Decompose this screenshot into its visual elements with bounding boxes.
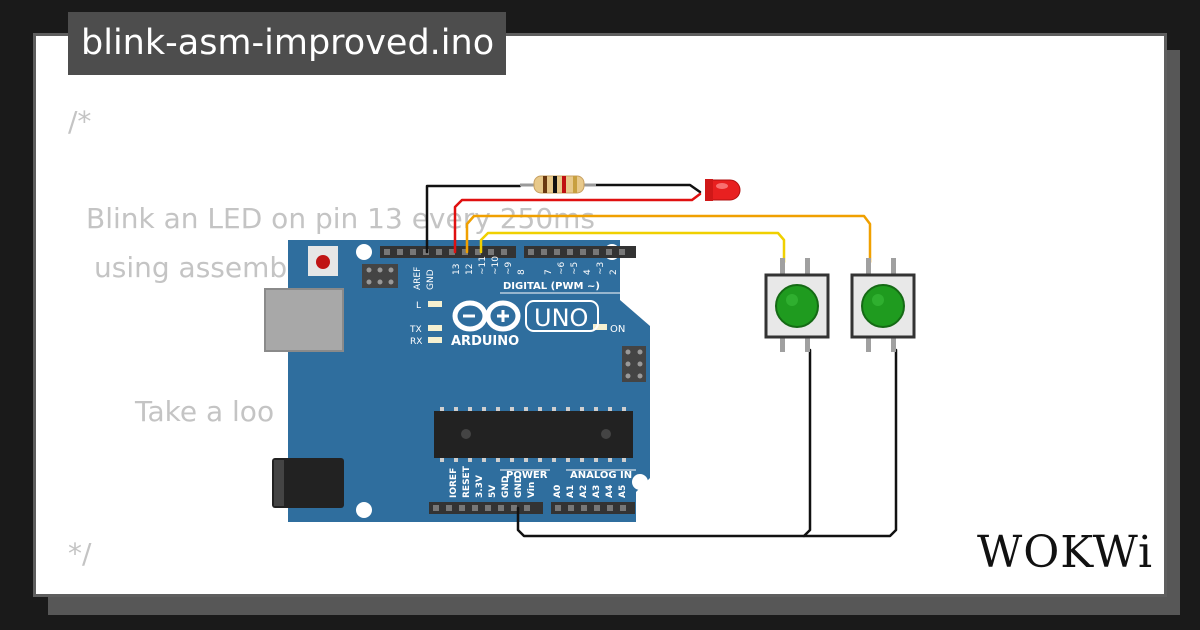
chip-pins	[440, 407, 626, 462]
pin-label: RESET	[462, 465, 472, 498]
pin-label: 13	[452, 264, 462, 275]
led-red[interactable]	[705, 179, 741, 201]
power-pin-labels: IOREF RESET 3.3V 5V GND GND Vin A0 A1 A2…	[449, 465, 628, 498]
code-line-description: Blink an LED on pin 13 every 250ms	[86, 202, 596, 235]
pin-label: A2	[579, 485, 589, 498]
digital-pin-labels: AREF GND 13 12 ~11 ~10 ~9 8 7 ~6 ~5 4 ~3…	[413, 256, 645, 291]
wire-pin11-button1[interactable]	[479, 231, 786, 264]
pin-label: ~11	[478, 256, 488, 275]
pin-label: 3.3V	[475, 475, 485, 498]
pin-label: GND	[501, 476, 511, 498]
usb-connector	[264, 288, 344, 352]
icsp-header-small	[362, 264, 398, 288]
digital-label: DIGITAL (PWM ~)	[503, 281, 600, 292]
pin-label: ~10	[491, 256, 501, 275]
led-tx-label: TX	[409, 325, 422, 335]
pin-label: 8	[517, 269, 527, 275]
board-brand: ARDUINO	[451, 334, 519, 349]
mount-hole	[356, 244, 372, 260]
pin-label: A5	[618, 485, 628, 498]
pin-label: GND	[514, 476, 524, 498]
pin-label: TX 1	[622, 270, 632, 291]
pin-label: ~3	[596, 262, 606, 275]
pin-label: ~6	[557, 261, 567, 275]
wire-gnd-button2[interactable]	[802, 348, 898, 538]
pin-label: 7	[544, 269, 554, 275]
led-rx-label: RX	[410, 337, 422, 347]
pin-label: A4	[605, 485, 615, 498]
wire-gnd-resistor[interactable]	[425, 184, 522, 254]
wire-gnd-button1[interactable]	[516, 348, 812, 538]
code-comment-close: */	[68, 537, 92, 570]
pin-label: ~5	[570, 262, 580, 275]
led-l-label: L	[416, 301, 421, 311]
wire-pin12-button2[interactable]	[465, 214, 872, 264]
pin-label: 12	[465, 264, 475, 275]
reset-button[interactable]	[316, 255, 330, 269]
wire-pin13-led[interactable]	[453, 192, 702, 254]
pin-label: A3	[592, 485, 602, 498]
pin-label: ~9	[504, 261, 514, 275]
pin-label: 2	[609, 269, 619, 275]
code-line-take-a-look: Take a loo	[135, 395, 275, 428]
code-comment-open: /*	[68, 105, 92, 138]
model-badge	[525, 300, 599, 332]
mount-hole	[632, 474, 648, 490]
power-label: POWER	[506, 470, 548, 481]
wire-resistor-led[interactable]	[594, 183, 702, 194]
board-model: UNO	[534, 304, 588, 332]
pin-label: RX 0	[635, 269, 645, 290]
arduino-logo-icon	[452, 300, 521, 332]
push-button-2[interactable]	[850, 258, 916, 352]
mount-hole	[356, 502, 372, 518]
pin-label: Vin	[527, 482, 537, 498]
power-jack	[272, 458, 344, 508]
wokwi-logo: WOKWi	[977, 527, 1153, 578]
analog-label: ANALOG IN	[570, 470, 632, 481]
led-on-label: ON	[610, 324, 625, 335]
pin-label: 5V	[488, 485, 498, 498]
pin-label: A1	[566, 485, 576, 498]
pin-label: 4	[583, 269, 593, 275]
led-rx	[428, 337, 442, 343]
pin-label: AREF	[413, 267, 423, 290]
chip-dot	[601, 429, 611, 439]
pin-label: IOREF	[449, 468, 459, 498]
led-on	[593, 324, 607, 330]
wires	[425, 183, 898, 538]
led-tx	[428, 325, 442, 331]
arduino-uno-board[interactable]: AREF GND 13 12 ~11 ~10 ~9 8 7 ~6 ~5 4 ~3…	[264, 240, 650, 522]
led-l	[428, 301, 442, 307]
pin-label: A0	[553, 485, 563, 498]
chip-dot	[461, 429, 471, 439]
power-jack-edge	[274, 460, 284, 506]
pin-label: GND	[426, 269, 436, 290]
icsp-header-right	[622, 346, 646, 382]
resistor[interactable]	[520, 175, 596, 194]
digital-header	[380, 246, 636, 258]
power-header	[429, 502, 635, 514]
push-button-1[interactable]	[764, 258, 830, 352]
project-title: blink-asm-improved.ino	[68, 12, 507, 75]
